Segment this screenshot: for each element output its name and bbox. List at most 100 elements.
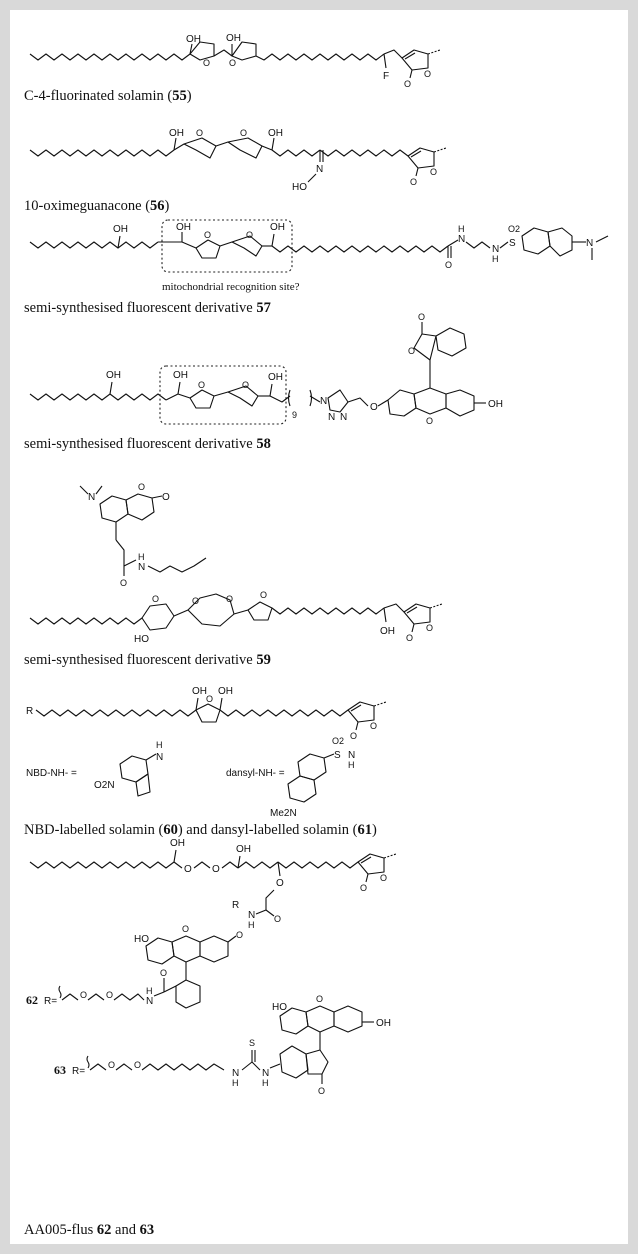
oh-label: OH xyxy=(270,222,285,233)
oh-label: OH xyxy=(488,399,503,410)
o-label: O xyxy=(240,128,247,138)
o-label: O xyxy=(360,883,367,893)
n-label: N xyxy=(156,752,163,763)
o-label: O xyxy=(162,492,170,503)
o-label: O xyxy=(206,694,213,704)
figure-panel: OH O O OH F O O OH O xyxy=(10,10,628,1244)
o-label: O xyxy=(196,128,203,138)
o2-label: O2 xyxy=(332,736,344,746)
o-label: O xyxy=(80,990,87,1000)
ho-label: HO xyxy=(272,1002,287,1013)
o-label: O xyxy=(120,578,127,588)
caption-62-63: AA005-flus 62 and 63 xyxy=(24,1222,155,1238)
o-label: O xyxy=(350,731,357,741)
o-label: O xyxy=(408,346,415,356)
o-label: O xyxy=(106,990,113,1000)
oh-label: OH xyxy=(226,33,241,44)
r-label: R xyxy=(26,706,33,717)
r-label: R xyxy=(232,900,239,911)
o-label: O xyxy=(426,623,433,633)
n-label: N xyxy=(458,234,465,245)
o-label: O xyxy=(226,594,233,604)
n-label: N xyxy=(492,244,499,255)
recognition-site-box xyxy=(159,365,287,425)
recognition-site-box xyxy=(161,219,293,273)
oh-label: OH xyxy=(176,222,191,233)
oh-label: OH xyxy=(113,224,128,235)
oh-label: OH xyxy=(268,372,283,383)
o-label: O xyxy=(242,380,249,390)
o-label: O xyxy=(229,58,236,68)
oh-label: OH xyxy=(380,626,395,637)
o-label: O xyxy=(246,230,253,240)
o-label: O xyxy=(152,594,159,604)
h-label: H xyxy=(492,254,499,264)
o-label: O xyxy=(410,177,417,187)
o-label: O xyxy=(404,79,411,89)
nbd-label: NBD-NH- = xyxy=(26,768,77,779)
o-label: O xyxy=(108,1060,115,1070)
caption-60-61: NBD-labelled solamin (60) and dansyl-lab… xyxy=(24,822,377,838)
r-eq-label: R= xyxy=(44,996,57,1007)
oh-label: OH xyxy=(192,686,207,697)
n-label: N xyxy=(348,750,355,761)
num62: 62 xyxy=(26,993,38,1007)
caption-55: C-4-fluorinated solamin (55) xyxy=(24,88,192,104)
o-label: O xyxy=(276,878,284,889)
o-label: O xyxy=(212,864,220,875)
oh-label: OH xyxy=(173,370,188,381)
o-label: O xyxy=(418,312,425,322)
h-label: H xyxy=(146,986,153,996)
o-label: O xyxy=(260,590,267,600)
h-label: H xyxy=(262,1078,269,1088)
num63: 63 xyxy=(54,1063,66,1077)
oh-label: OH xyxy=(376,1018,391,1029)
oh-label: OH xyxy=(170,838,185,849)
caption-56: 10-oximeguanacone (56) xyxy=(24,198,170,214)
s-label: S xyxy=(509,238,516,249)
oh-label: OH xyxy=(218,686,233,697)
structure-56: OH O O OH N HO O O xyxy=(29,128,447,193)
structure-62-63: OH O O OH O O N H R O O HO xyxy=(26,838,397,1096)
caption-59: semi-synthesised fluorescent derivative … xyxy=(24,652,271,668)
o-label: O xyxy=(316,994,323,1004)
o-label: O xyxy=(198,380,205,390)
me2n-label: Me2N xyxy=(270,808,297,819)
n-label: N xyxy=(248,910,255,921)
o-label: O xyxy=(160,968,167,978)
n-label: N xyxy=(138,562,145,573)
oh-label: OH xyxy=(236,844,251,855)
o-label: O xyxy=(274,914,281,924)
structure-57: OH OH O O OH O N H N H S O2 xyxy=(29,219,609,273)
o-label: O xyxy=(204,230,211,240)
ho-label: HO xyxy=(134,934,149,945)
oh-label: OH xyxy=(169,128,184,139)
o-label: O xyxy=(318,1086,325,1096)
h-label: H xyxy=(248,920,255,930)
o2-label: O2 xyxy=(508,224,520,234)
s-label: S xyxy=(249,1038,255,1048)
o-label: O xyxy=(134,1060,141,1070)
o-label: O xyxy=(138,482,145,492)
n-label: N xyxy=(146,996,153,1007)
h-label: H xyxy=(348,760,355,770)
o-label: O xyxy=(182,924,189,934)
r-eq-label: R= xyxy=(72,1066,85,1077)
o-label: O xyxy=(184,864,192,875)
n-label: N xyxy=(262,1068,269,1079)
ho-label: HO xyxy=(134,634,149,645)
structure-55: OH O O OH F O O xyxy=(29,33,441,89)
s-label: S xyxy=(334,750,341,761)
mito-site-annotation: mitochondrial recognition site? xyxy=(162,281,300,293)
nine-label: 9 xyxy=(292,410,297,420)
o-label: O xyxy=(370,402,378,413)
h-label: H xyxy=(138,552,145,562)
o2n-label: O2N xyxy=(94,780,115,791)
oh-label: OH xyxy=(186,34,201,45)
n-label: N xyxy=(586,238,593,249)
chemical-structures-drawing: OH O O OH F O O OH O xyxy=(26,33,609,1096)
h-label: H xyxy=(458,224,465,234)
o-label: O xyxy=(424,69,431,79)
caption-57: semi-synthesised fluorescent derivative … xyxy=(24,300,271,316)
oh-label: OH xyxy=(268,128,283,139)
